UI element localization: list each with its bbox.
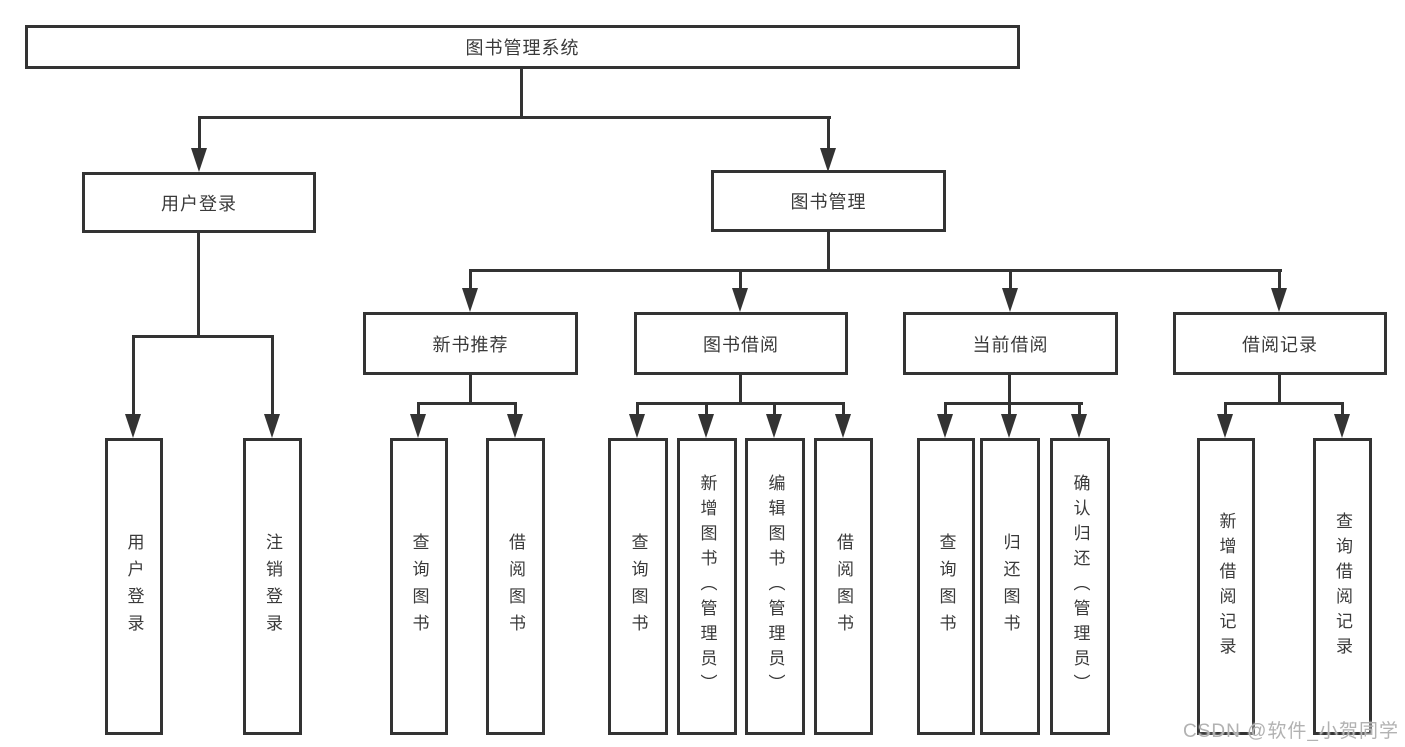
- connector-line: [773, 402, 776, 416]
- node-book-management-label: 图书管理: [790, 192, 867, 212]
- node-current-borrow: 当前借阅: [903, 312, 1118, 375]
- arrow-down-icon: [732, 288, 748, 312]
- connector-line: [636, 402, 845, 405]
- connector-line: [1078, 402, 1081, 416]
- arrow-down-icon: [410, 414, 426, 438]
- arrow-down-icon: [462, 288, 478, 312]
- connector-line: [827, 232, 830, 272]
- node-current-borrow-label: 当前借阅: [972, 334, 1049, 355]
- node-root: 图书管理系统: [25, 25, 1020, 69]
- node-borrow-records-label: 借阅记录: [1242, 334, 1318, 355]
- connector-line: [944, 402, 947, 416]
- leaf-return-book-label: 归还图书: [1000, 532, 1020, 641]
- arrow-down-icon: [835, 414, 851, 438]
- connector-line: [417, 402, 420, 416]
- leaf-add-borrow-record: 新增借阅记录: [1197, 438, 1255, 735]
- leaf-query-book-borrow-label: 查询图书: [628, 532, 648, 641]
- connector-line: [1224, 402, 1344, 405]
- node-user-login-label: 用户登录: [161, 193, 237, 214]
- arrow-down-icon: [191, 148, 207, 172]
- leaf-query-book-borrow: 查询图书: [608, 438, 668, 735]
- arrow-down-icon: [1002, 288, 1018, 312]
- connector-line: [739, 375, 742, 405]
- connector-line: [739, 269, 742, 292]
- arrow-down-icon: [1001, 414, 1017, 438]
- node-book-borrow-label: 图书借阅: [703, 334, 779, 355]
- arrow-down-icon: [820, 148, 836, 172]
- leaf-query-book-recommend-label: 查询图书: [409, 532, 429, 641]
- arrow-down-icon: [1071, 414, 1087, 438]
- connector-line: [514, 402, 517, 416]
- leaf-query-book-recommend: 查询图书: [390, 438, 448, 735]
- connector-line: [469, 375, 472, 405]
- connector-line: [271, 335, 274, 416]
- leaf-query-borrow-record: 查询借阅记录: [1313, 438, 1372, 735]
- connector-line: [1224, 402, 1227, 416]
- connector-line: [1278, 269, 1281, 292]
- connector-line: [1009, 269, 1012, 292]
- leaf-borrow-book-recommend-label: 借阅图书: [506, 532, 525, 641]
- node-new-book-recommend-label: 新书推荐: [432, 334, 509, 355]
- leaf-confirm-return-admin: 确认归还（管理员）: [1050, 438, 1110, 735]
- arrow-down-icon: [629, 414, 645, 438]
- node-root-label: 图书管理系统: [465, 38, 580, 58]
- connector-line: [842, 402, 845, 416]
- leaf-query-book-current: 查询图书: [917, 438, 975, 735]
- connector-line: [636, 402, 639, 416]
- leaf-borrow-book-label: 借阅图书: [834, 532, 853, 641]
- connector-line: [1008, 402, 1011, 416]
- connector-line: [1278, 375, 1281, 405]
- connector-line: [198, 116, 201, 152]
- leaf-return-book: 归还图书: [980, 438, 1040, 735]
- connector-line: [469, 269, 1282, 272]
- leaf-query-book-current-label: 查询图书: [936, 532, 956, 641]
- leaf-add-borrow-record-label: 新增借阅记录: [1216, 511, 1236, 662]
- leaf-query-borrow-record-label: 查询借阅记录: [1333, 511, 1352, 662]
- csdn-watermark: CSDN @软件_小贺同学: [1183, 721, 1399, 742]
- connector-line: [827, 116, 830, 152]
- connector-line: [705, 402, 708, 416]
- connector-line: [197, 233, 200, 338]
- leaf-user-login: 用户登录: [105, 438, 163, 735]
- arrow-down-icon: [698, 414, 714, 438]
- arrow-down-icon: [264, 414, 280, 438]
- arrow-down-icon: [1334, 414, 1350, 438]
- leaf-edit-book-admin-label: 编辑图书（管理员）: [765, 474, 785, 699]
- node-new-book-recommend: 新书推荐: [363, 312, 578, 375]
- arrow-down-icon: [766, 414, 782, 438]
- leaf-add-book-admin: 新增图书（管理员）: [677, 438, 737, 735]
- connector-line: [944, 402, 1083, 405]
- leaf-user-login-label: 用户登录: [124, 532, 144, 641]
- leaf-edit-book-admin: 编辑图书（管理员）: [745, 438, 805, 735]
- node-user-login: 用户登录: [82, 172, 316, 233]
- connector-line: [1341, 402, 1344, 416]
- leaf-borrow-book-recommend: 借阅图书: [486, 438, 545, 735]
- arrow-down-icon: [1217, 414, 1233, 438]
- arrow-down-icon: [1271, 288, 1287, 312]
- connector-line: [1008, 375, 1011, 405]
- arrow-down-icon: [125, 414, 141, 438]
- node-borrow-records: 借阅记录: [1173, 312, 1387, 375]
- connector-line: [132, 335, 135, 416]
- connector-line: [417, 402, 517, 405]
- leaf-logout-login-label: 注销登录: [263, 532, 282, 641]
- leaf-add-book-admin-label: 新增图书（管理员）: [697, 474, 717, 699]
- leaf-borrow-book: 借阅图书: [814, 438, 873, 735]
- connector-line: [469, 269, 472, 292]
- node-book-borrow: 图书借阅: [634, 312, 848, 375]
- arrow-down-icon: [507, 414, 523, 438]
- leaf-confirm-return-admin-label: 确认归还（管理员）: [1070, 474, 1090, 699]
- leaf-logout-login: 注销登录: [243, 438, 302, 735]
- node-book-management: 图书管理: [711, 170, 946, 232]
- connector-line: [520, 68, 523, 118]
- arrow-down-icon: [937, 414, 953, 438]
- connector-line: [132, 335, 274, 338]
- connector-line: [198, 116, 831, 119]
